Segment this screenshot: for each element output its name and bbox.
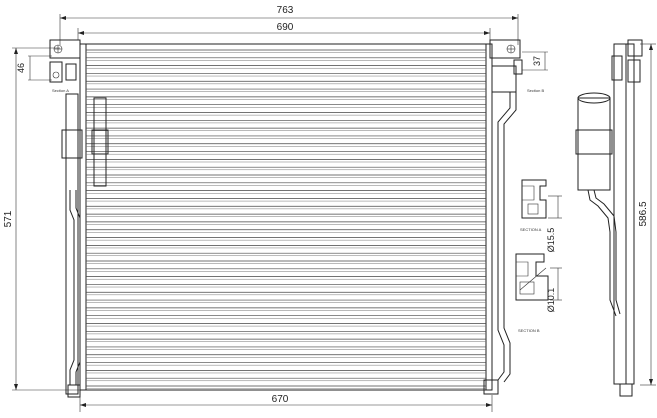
dim-left-height: 571 — [3, 47, 80, 391]
view-a-label: Section A — [52, 88, 69, 93]
dim-left-bracket: 46 — [16, 55, 52, 81]
right-header-pipe — [483, 92, 517, 395]
diameter-b-label: Ø10.1 — [546, 288, 556, 313]
left-header-pipe — [61, 93, 109, 398]
dim-core-width-top-label: 690 — [277, 22, 294, 33]
side-view: 586.5 — [575, 39, 656, 397]
dim-right-bracket-label: 37 — [532, 56, 542, 66]
dim-core-width-bottom-label: 670 — [272, 394, 289, 405]
diameter-a-label: Ø15.5 — [546, 228, 556, 253]
dim-left-bracket-label: 46 — [16, 63, 26, 73]
core-tubes — [86, 49, 486, 389]
dim-left-height-label: 571 — [3, 210, 14, 227]
dim-right-height-label: 586.5 — [638, 201, 649, 226]
view-b-label: Section B — [527, 88, 544, 93]
section-a-label: SECTION A — [520, 227, 542, 232]
dim-right-bracket: 37 — [522, 51, 548, 71]
dim-core-width-top: 690 — [77, 22, 491, 40]
section-b-detail: Ø10.1 SECTION B — [515, 253, 562, 333]
section-a-detail: Ø15.5 SECTION A — [520, 179, 562, 253]
right-mount-bracket: Section B — [489, 39, 544, 93]
dim-core-width-bottom: 670 — [79, 394, 493, 412]
condenser-core — [79, 43, 493, 391]
dim-overall-width-label: 763 — [277, 5, 294, 16]
section-b-label: SECTION B — [518, 328, 540, 333]
